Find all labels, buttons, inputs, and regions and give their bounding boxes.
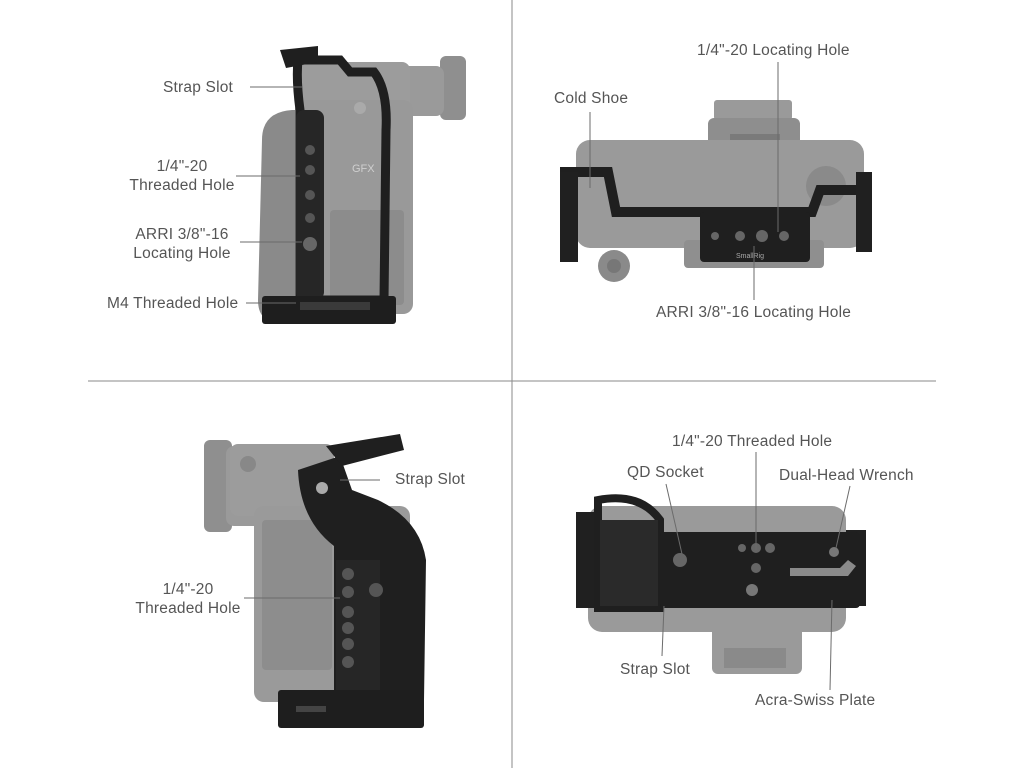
label-threaded-hole-bl-line2: Threaded Hole [135,600,241,617]
camera-badge: GFX [352,163,375,175]
label-cold-shoe: Cold Shoe [554,90,629,107]
label-arri-tl-line2: Locating Hole [133,245,231,262]
label-threaded-hole-tl: 1/4"-20 Threaded Hole [122,157,242,195]
label-m4-threaded-hole: M4 Threaded Hole [107,295,239,312]
top-left-camera-illustration: GFX [258,46,466,324]
bottom-left-camera-illustration [204,434,426,728]
label-dual-head-wrench: Dual-Head Wrench [779,467,914,484]
label-locating-hole-tr: 1/4"-20 Locating Hole [697,42,850,59]
label-arri-tl: ARRI 3/8"-16 Locating Hole [124,225,240,263]
label-strap-slot-tl: Strap Slot [163,79,234,96]
cage-brand: SmallRig [736,253,764,260]
label-qd-socket: QD Socket [627,464,704,481]
bottom-left-leader-lines [244,479,380,599]
top-right-leader-lines [589,62,779,300]
top-right-camera-illustration: SmallRig [560,100,872,282]
label-strap-slot-br: Strap Slot [620,661,691,678]
label-threaded-hole-bl: 1/4"-20 Threaded Hole [130,580,246,618]
label-strap-slot-bl: Strap Slot [395,471,466,488]
label-threaded-hole-tl-line1: 1/4"-20 [156,158,208,175]
label-arri-tl-line1: ARRI 3/8"-16 [135,226,229,243]
top-left-leader-lines [236,86,302,304]
label-threaded-hole-br: 1/4"-20 Threaded Hole [672,433,833,450]
label-acra-swiss-plate: Acra-Swiss Plate [755,692,876,709]
label-arri-tr: ARRI 3/8"-16 Locating Hole [656,304,852,321]
label-threaded-hole-bl-line1: 1/4"-20 [162,581,214,598]
label-threaded-hole-tl-line2: Threaded Hole [129,177,235,194]
bottom-right-camera-illustration [576,494,866,674]
bottom-right-leader-lines [661,452,851,691]
